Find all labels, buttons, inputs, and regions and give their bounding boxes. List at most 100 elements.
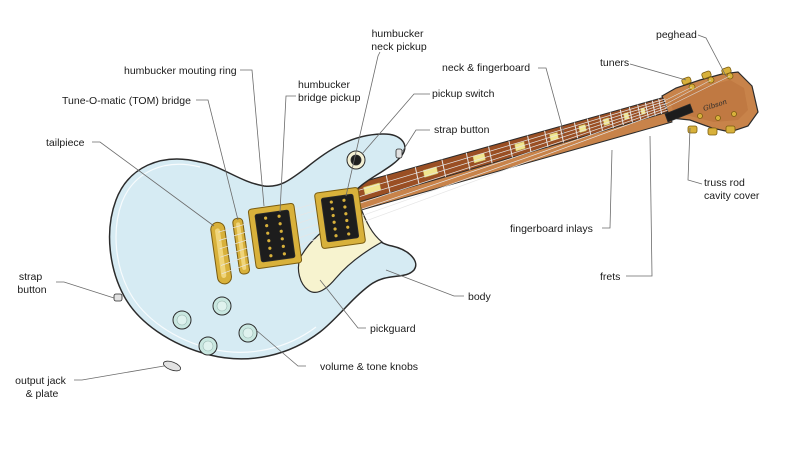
bridge-pole-7	[277, 214, 281, 218]
label-frets: frets	[600, 271, 620, 283]
label-humbucker-bridge-pickup: humbucker bridge pickup	[298, 79, 361, 104]
leader-tuners	[629, 63, 687, 81]
leader-tailpiece	[92, 141, 215, 227]
fret-10	[559, 126, 564, 143]
bridge-pole-2	[265, 224, 269, 228]
headstock-strings	[663, 75, 731, 109]
leader-volume-tone-knobs	[255, 329, 306, 367]
leader-body	[385, 269, 464, 297]
neck-pole-2	[330, 207, 334, 211]
neck-pole-4	[332, 220, 336, 224]
label-truss-rod-cover-line1: truss rod	[704, 177, 745, 189]
bridge-pickup-cover	[254, 209, 296, 263]
fret-4	[441, 159, 447, 177]
knob-4	[238, 323, 258, 343]
leader-output-jack	[74, 365, 165, 381]
leader-lines	[56, 34, 727, 381]
label-truss-rod-cover: truss rod cavity cover	[704, 177, 760, 202]
leader-mounting-ring	[240, 69, 265, 207]
label-strap-button-left: strap button	[17, 271, 46, 296]
peghead: Gibson	[661, 66, 759, 136]
tuner-button-4	[687, 125, 698, 134]
bridge-pole-11	[281, 244, 285, 248]
label-humbucker-neck-pickup: humbucker neck pickup	[371, 28, 427, 53]
leader-neck-pickup	[345, 51, 381, 197]
body-binding	[115, 163, 317, 353]
label-output-jack-plate-line2: & plate	[26, 388, 59, 400]
neck-pole-3	[331, 213, 335, 218]
neck-pole-10	[345, 218, 349, 223]
leader-peghead	[697, 34, 727, 77]
fret-2	[385, 175, 391, 194]
labels: peghead tuners humbucker neck pickup nec…	[15, 28, 760, 400]
fret-9	[544, 130, 549, 148]
neck-pole-8	[343, 205, 347, 209]
bridge-pole-6	[269, 254, 273, 258]
humbucker-bridge-pickup	[247, 202, 303, 270]
neck-pole-9	[344, 212, 348, 216]
tailpiece	[210, 221, 232, 285]
label-humbucker-neck-pickup-line1: humbucker	[372, 28, 424, 40]
fret-7	[508, 140, 513, 158]
neck-pole-6	[334, 234, 338, 238]
knob-2	[212, 296, 232, 316]
volume-tone-knobs	[172, 296, 258, 356]
neck-pickup-poles	[329, 198, 351, 238]
tuner-button-1	[681, 76, 692, 86]
neck-pickup-cover	[320, 193, 360, 243]
humbucker-neck-pickup	[314, 187, 366, 249]
label-pickguard: pickguard	[370, 323, 416, 335]
strap-button-left	[113, 293, 123, 302]
strap-button-top	[395, 148, 403, 159]
leader-strap-button-top	[401, 129, 430, 153]
bridge-pickup-poles	[264, 214, 286, 258]
leader-pickguard	[319, 279, 366, 329]
frets-group	[353, 98, 663, 203]
fret-3	[414, 167, 420, 185]
bridge-pole-12	[282, 252, 286, 256]
label-strap-button-left-line2: button	[17, 284, 46, 296]
neck-pole-1	[329, 200, 333, 204]
leader-frets	[626, 135, 653, 277]
fret-11	[573, 122, 579, 139]
leader-tom-bridge	[196, 99, 239, 221]
label-humbucker-bridge-pickup-line1: humbucker	[298, 79, 350, 91]
neck-pole-5	[333, 227, 337, 231]
bridge-pole-4	[267, 239, 271, 243]
tuner-post-6	[731, 111, 737, 117]
tuner-post-5	[715, 115, 721, 121]
label-truss-rod-cover-line2: cavity cover	[704, 190, 760, 202]
fret-13	[598, 115, 604, 132]
label-tom-bridge: Tune-O-matic (TOM) bridge	[62, 95, 191, 107]
neck-pole-12	[347, 232, 351, 236]
label-humbucker-bridge-pickup-line2: bridge pickup	[298, 92, 361, 104]
leader-truss-rod	[687, 127, 703, 185]
bridge-pole-1	[264, 216, 268, 220]
bridge-pole-5	[268, 246, 272, 250]
tuners	[681, 66, 737, 136]
bridge-pole-8	[278, 222, 282, 226]
label-output-jack-plate-line1: output jack	[15, 375, 67, 387]
neck-pole-7	[342, 198, 346, 202]
truss-rod-cover	[664, 103, 694, 123]
output-jack-plate	[163, 360, 181, 372]
label-peghead: peghead	[656, 29, 697, 41]
fret-20	[658, 98, 663, 114]
label-tailpiece: tailpiece	[46, 137, 85, 149]
inlay-2	[422, 166, 439, 178]
label-humbucker-neck-pickup-line2: neck pickup	[371, 41, 427, 53]
tuner-post-4	[697, 113, 703, 119]
tuner-button-2	[701, 70, 712, 80]
tuner-button-5	[707, 127, 718, 136]
label-tuners: tuners	[600, 57, 629, 69]
knob-1	[172, 310, 192, 330]
label-strap-button-top: strap button	[434, 124, 490, 136]
knob-3	[198, 336, 218, 356]
label-output-jack-plate: output jack & plate	[15, 375, 69, 400]
fret-5	[465, 152, 471, 170]
label-volume-tone-knobs: volume & tone knobs	[320, 361, 418, 373]
bridge-pole-10	[280, 237, 284, 241]
leader-pickup-switch	[361, 93, 430, 155]
